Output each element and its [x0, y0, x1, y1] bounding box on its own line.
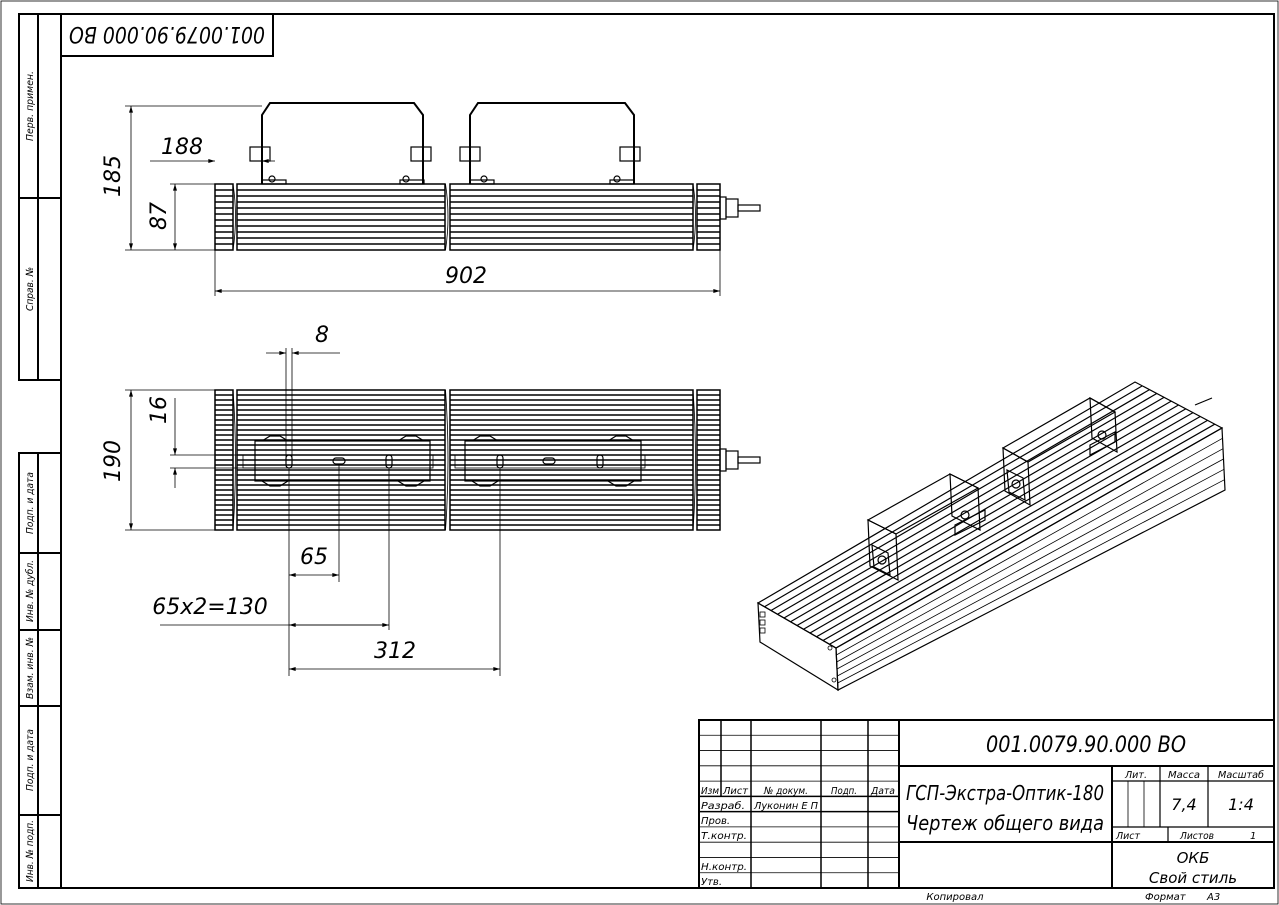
mass-label: Масса [1168, 770, 1200, 781]
iso-end-screws [759, 611, 837, 683]
header-izm: Изм [701, 786, 719, 797]
dim-65x2-130: 65x2=130 [152, 595, 267, 620]
fin-line [837, 468, 1225, 677]
cable-gland [719, 196, 761, 220]
org-line2: Свой стиль [1149, 869, 1237, 887]
fin-line [796, 404, 1179, 627]
mass-value: 7,4 [1171, 795, 1196, 814]
org-line1: ОКБ [1177, 849, 1210, 867]
dim-902: 902 [445, 264, 487, 289]
fin-line [816, 415, 1201, 638]
body-segment [449, 183, 694, 251]
fin-line [837, 479, 1225, 684]
strip-label: Инв. № дубл. [24, 560, 36, 622]
role-name: Луконин Е П [753, 801, 818, 812]
sheets-value: 1 [1250, 831, 1256, 842]
dim-8: 8 [315, 323, 329, 348]
mounting-bracket [469, 102, 635, 184]
format-value: А3 [1206, 892, 1220, 903]
mounting-bracket [261, 102, 424, 184]
dim-185: 185 [101, 155, 126, 197]
break-line [232, 389, 236, 531]
product-name: ГСП-Экстра-Оптик-180 [906, 781, 1104, 805]
header-sign: Подп. [831, 786, 857, 797]
dim-87: 87 [147, 202, 172, 230]
dim-188: 188 [161, 135, 203, 160]
sheet-label: Лист [1115, 831, 1141, 842]
role-label: Разраб. [701, 800, 745, 812]
designation: 001.0079.90.000 ВО [986, 733, 1186, 758]
break-line [692, 389, 696, 531]
copied-label: Копировал [926, 892, 984, 903]
break-line [445, 183, 449, 251]
dim-190: 190 [101, 440, 126, 482]
body-segment [696, 183, 721, 251]
title-block: 001.0079.90.000 ВО ГСП-Экстра-Оптик-180 … [698, 719, 1275, 903]
fin-line [822, 419, 1208, 642]
top-view: 190 16 8 65 65x2=130 312 [101, 323, 761, 676]
rotated-designation-box: 001.0079.90.000 ВО [60, 13, 274, 57]
side-strip: Перв. примен. Справ. № Подп. и дата Инв.… [18, 13, 62, 889]
fin-line [836, 448, 1224, 663]
role-label: Пров. [701, 816, 730, 827]
iso-side-fins [836, 437, 1225, 684]
scale-label: Масштаб [1218, 769, 1264, 781]
body-segment [236, 183, 446, 251]
side-view: 185 87 188 902 [101, 102, 761, 296]
dim-65: 65 [300, 545, 328, 570]
fin-line [783, 396, 1165, 619]
role-label: Утв. [701, 877, 722, 888]
fin-line [803, 408, 1187, 630]
header-date: Дата [870, 786, 895, 797]
fin-line [809, 412, 1194, 634]
role-label: Т.контр. [701, 831, 747, 842]
fin-line [836, 458, 1224, 670]
fin-line [777, 392, 1158, 615]
cable-gland-top [719, 448, 761, 472]
bracket-bolts [249, 146, 641, 185]
rotated-designation: 001.0079.90.000 ВО [69, 21, 265, 46]
format-label: Формат [1145, 892, 1187, 903]
iso-bracket [866, 473, 986, 581]
strip-label: Взам. инв. № [25, 637, 36, 699]
fin-line [764, 385, 1143, 608]
luminaire-body-top [214, 389, 721, 531]
fin-line [770, 389, 1150, 612]
scale-value: 1:4 [1228, 795, 1254, 814]
drawing-type: Чертеж общего вида [906, 811, 1104, 835]
dim-312: 312 [374, 639, 416, 664]
iso-bracket [1001, 396, 1118, 507]
sheets-label: Листов [1179, 831, 1214, 842]
strip-label: Справ. № [25, 267, 36, 311]
body-segment [214, 183, 234, 251]
fin-line [836, 437, 1223, 656]
fin-line [829, 423, 1216, 645]
strip-label: Инв. № подп. [25, 820, 36, 882]
header-list: Лист [722, 786, 749, 797]
iso-fins [764, 385, 1216, 645]
break-line [445, 389, 449, 531]
strip-label: Подп. и дата [25, 472, 36, 534]
strip-label: Перв. примен. [25, 71, 36, 141]
strip-label: Подп. и дата [25, 729, 36, 791]
dim-16: 16 [147, 396, 172, 424]
mounting-plates [242, 435, 646, 487]
drawing-frame [60, 13, 1275, 889]
isometric-view [756, 381, 1226, 692]
role-label: Н.контр. [701, 862, 747, 873]
luminaire-body-side [214, 183, 721, 251]
lit-label: Лит. [1124, 770, 1147, 781]
header-doc-no: № докум. [763, 786, 808, 797]
break-line [692, 183, 696, 251]
break-line [232, 183, 236, 251]
